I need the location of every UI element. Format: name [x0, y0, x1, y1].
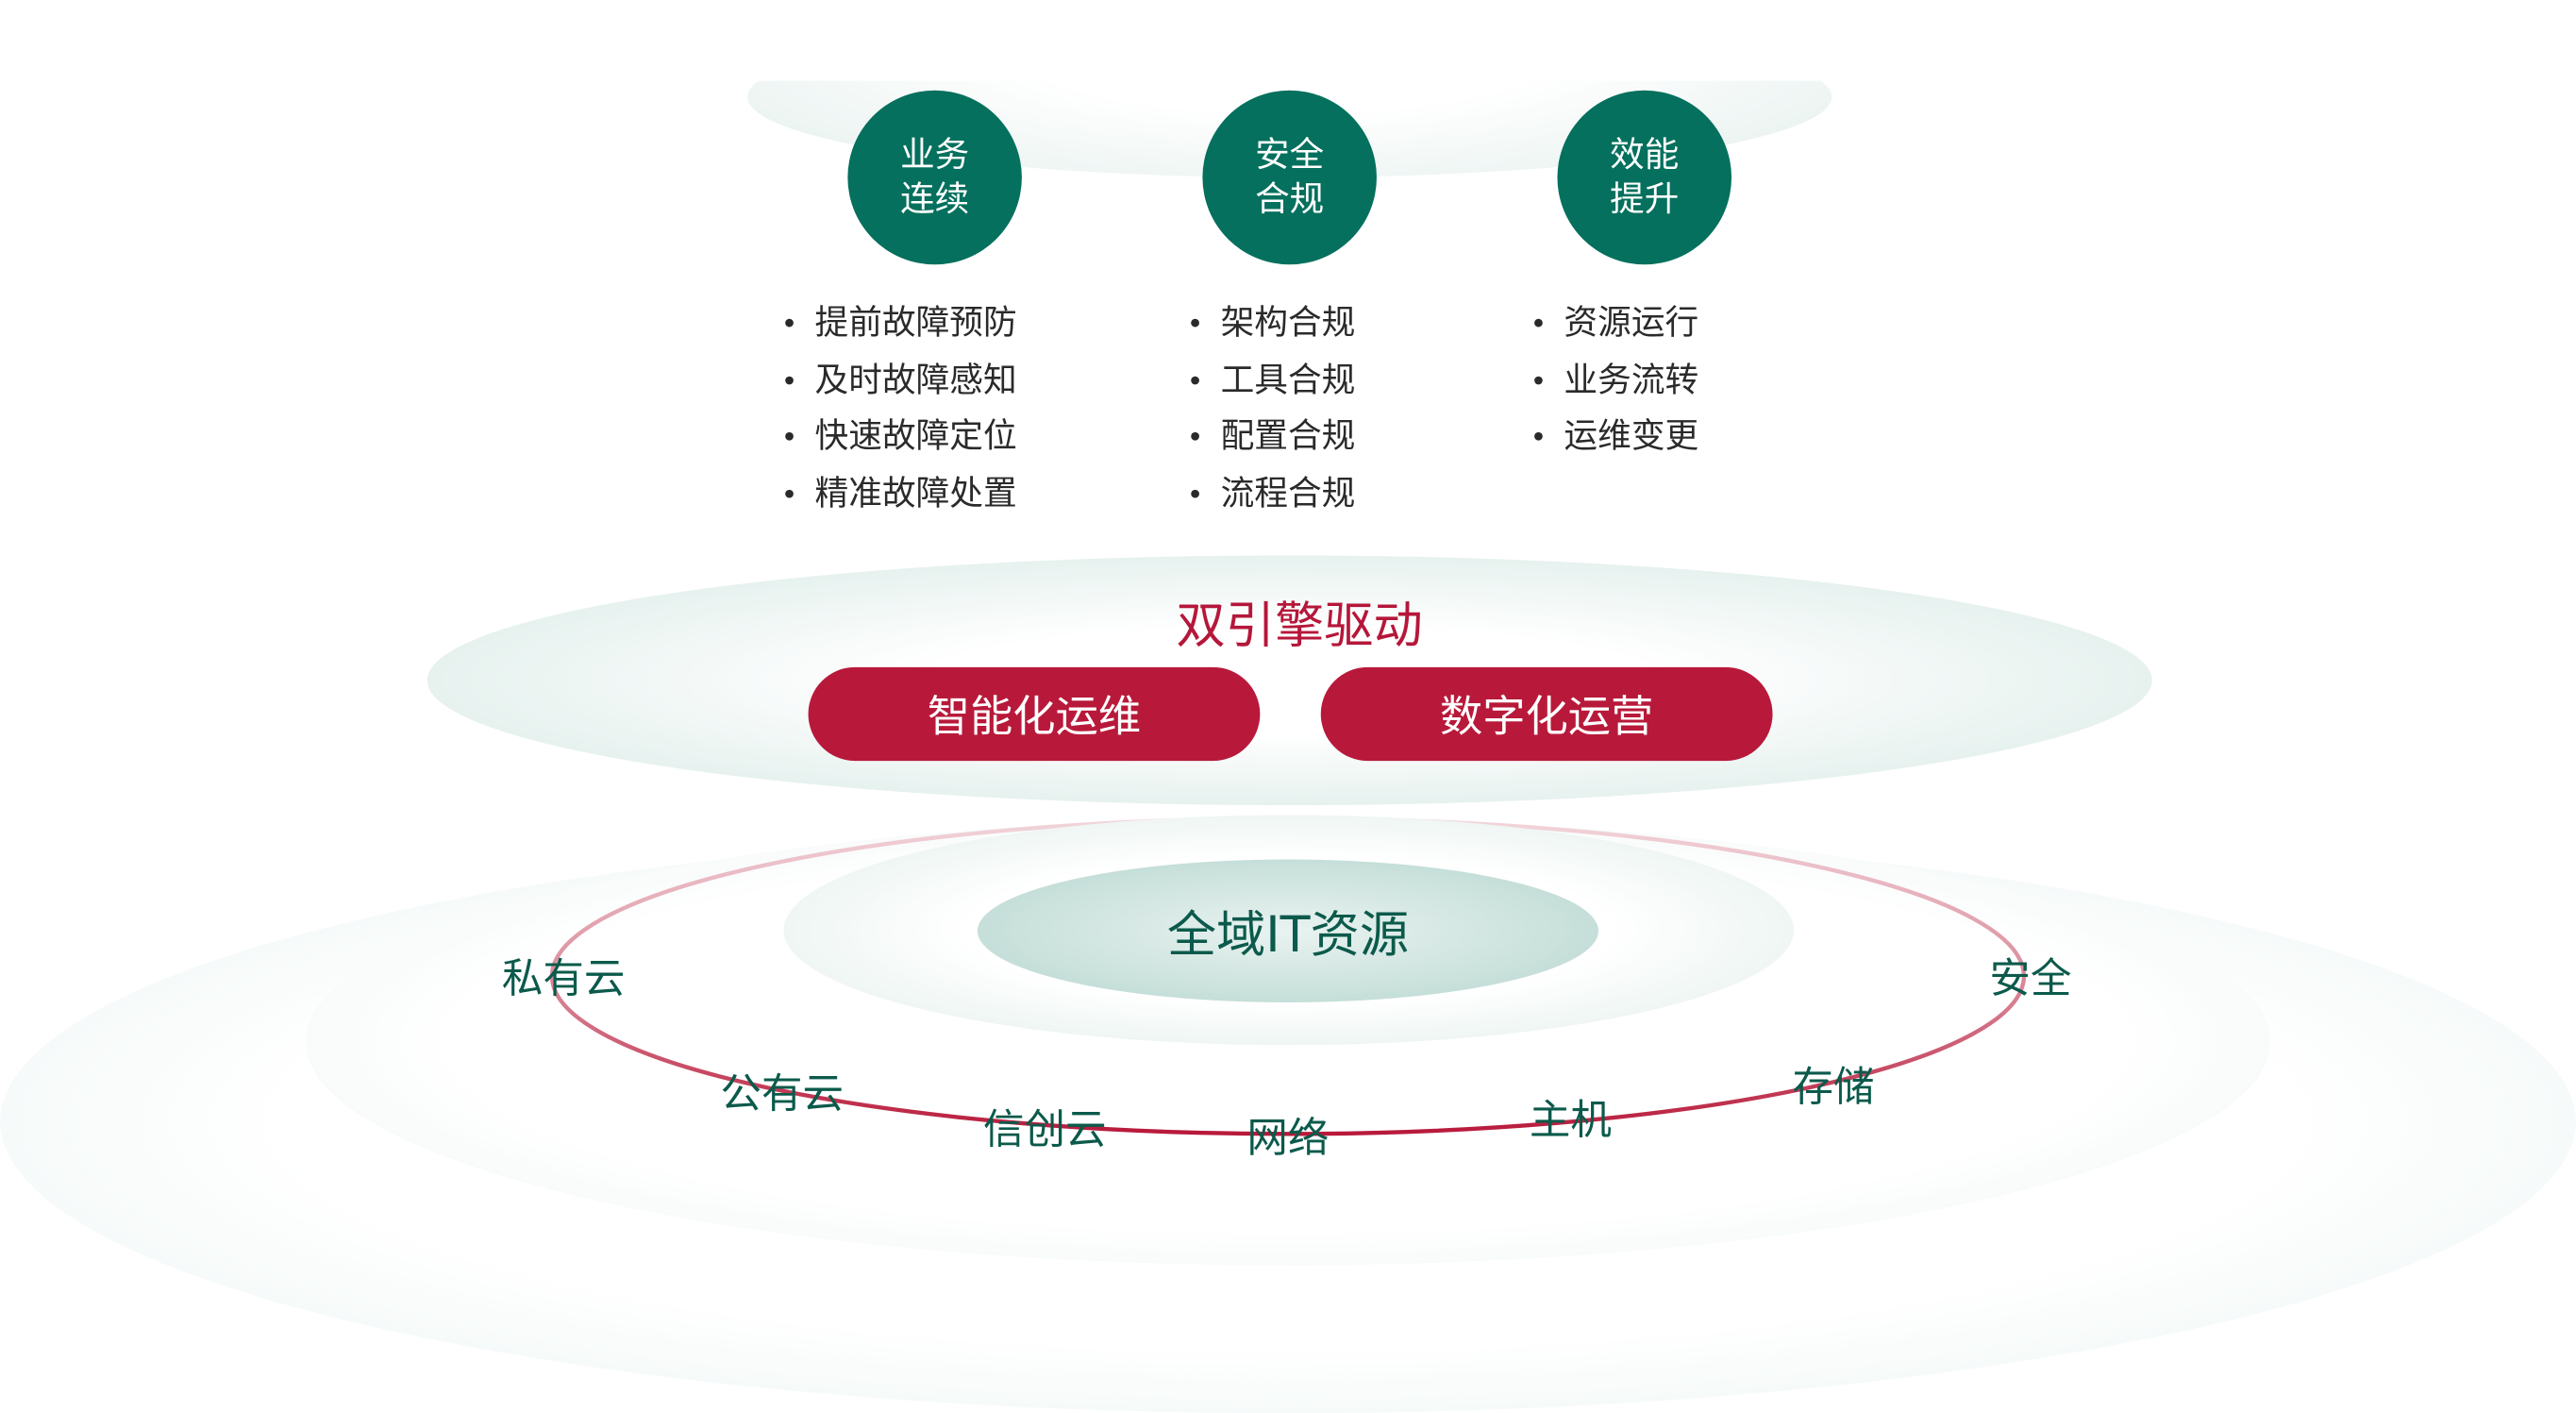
- engine-ellipse: [427, 555, 2152, 806]
- list-item: 工具合规: [1191, 359, 1355, 415]
- core-ellipse: [977, 859, 1598, 1003]
- pillar-efficiency: 效能提升: [1557, 90, 1732, 265]
- ring-label-public-cloud: 公有云: [720, 1069, 845, 1118]
- pillar-title: 连续: [900, 178, 970, 219]
- ring-label-storage: 存储: [1792, 1063, 1875, 1111]
- ring-label-security: 安全: [1989, 954, 2072, 1003]
- pillar-business-continuity: 业务连续: [847, 90, 1022, 265]
- pillar-list-business: 提前故障预防 及时故障感知 快速故障定位 精准故障处置: [785, 302, 1017, 530]
- pillar-list-security: 架构合规 工具合规 配置合规 流程合规: [1191, 302, 1355, 529]
- list-item: 配置合规: [1191, 415, 1355, 472]
- list-item: 提前故障预防: [785, 302, 1017, 359]
- list-item: 精准故障处置: [785, 473, 1017, 530]
- list-item: 快速故障定位: [785, 415, 1017, 472]
- list-item: 流程合规: [1191, 473, 1355, 530]
- pillar-security-compliance: 安全合规: [1202, 90, 1377, 265]
- pillar-title: 业务: [900, 134, 970, 175]
- engine-pill-intelligent-ops: 智能化运维: [808, 666, 1261, 762]
- pillar-list-efficiency: 资源运行 业务流转 运维变更: [1534, 302, 1698, 472]
- list-item: 业务流转: [1534, 359, 1698, 415]
- ring-label-private-cloud: 私有云: [501, 954, 626, 1003]
- ring-label-xinchuang-cloud: 信创云: [982, 1105, 1107, 1154]
- ring-label-host: 主机: [1529, 1096, 1612, 1144]
- pillar-title: 合规: [1255, 178, 1325, 219]
- list-item: 架构合规: [1191, 302, 1355, 359]
- ring-label-network: 网络: [1246, 1114, 1330, 1162]
- pillar-title: 效能: [1610, 134, 1680, 175]
- list-item: 资源运行: [1534, 302, 1698, 359]
- engine-title: 双引擎驱动: [1176, 597, 1423, 656]
- list-item: 运维变更: [1534, 415, 1698, 472]
- pillar-title: 提升: [1610, 178, 1680, 219]
- core-title: 全域IT资源: [1166, 907, 1410, 965]
- engine-pill-digital-ops: 数字化运营: [1320, 666, 1773, 762]
- pillar-title: 安全: [1255, 134, 1325, 175]
- list-item: 及时故障感知: [785, 359, 1017, 415]
